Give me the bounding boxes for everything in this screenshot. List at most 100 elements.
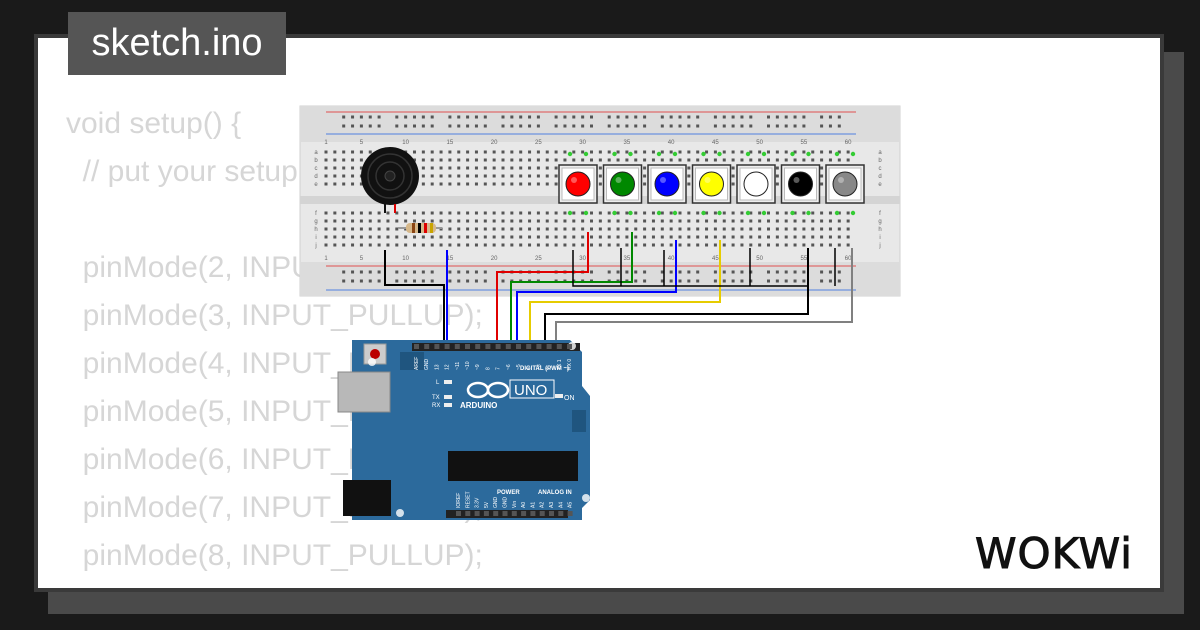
breadboard-hole[interactable] bbox=[377, 235, 381, 239]
rail-hole[interactable] bbox=[749, 115, 753, 119]
breadboard-hole[interactable] bbox=[421, 182, 425, 186]
breadboard-hole[interactable] bbox=[749, 235, 753, 239]
breadboard-hole[interactable] bbox=[413, 158, 416, 162]
breadboard-hole[interactable] bbox=[820, 174, 824, 178]
rail-hole[interactable] bbox=[342, 115, 346, 119]
rail-hole[interactable] bbox=[696, 115, 700, 119]
breadboard-hole[interactable] bbox=[519, 219, 523, 223]
breadboard-hole[interactable] bbox=[572, 158, 576, 162]
breadboard-hole[interactable] bbox=[368, 150, 372, 154]
breadboard-hole[interactable] bbox=[660, 243, 664, 247]
breadboard-hole[interactable] bbox=[616, 243, 620, 247]
breadboard-hole[interactable] bbox=[775, 227, 779, 231]
breadboard-hole[interactable] bbox=[705, 243, 709, 247]
breadboard-hole[interactable] bbox=[740, 211, 744, 215]
rail-hole[interactable] bbox=[421, 270, 425, 274]
breadboard-hole[interactable] bbox=[395, 235, 399, 239]
breadboard-hole[interactable] bbox=[421, 243, 425, 247]
rail-hole[interactable] bbox=[802, 270, 806, 274]
header-pin[interactable] bbox=[414, 344, 419, 349]
breadboard-hole[interactable] bbox=[731, 219, 735, 223]
breadboard-hole[interactable] bbox=[643, 211, 647, 215]
breadboard-hole[interactable] bbox=[324, 182, 328, 186]
breadboard-hole[interactable] bbox=[660, 219, 664, 223]
rail-hole[interactable] bbox=[483, 270, 487, 274]
breadboard-hole[interactable] bbox=[687, 174, 691, 178]
breadboard-hole[interactable] bbox=[474, 166, 478, 170]
rail-hole[interactable] bbox=[554, 115, 558, 119]
breadboard-hole[interactable] bbox=[687, 243, 691, 247]
breadboard-hole[interactable] bbox=[616, 150, 620, 154]
rail-hole[interactable] bbox=[713, 115, 717, 119]
breadboard-hole[interactable] bbox=[802, 219, 806, 223]
breadboard-hole[interactable] bbox=[581, 150, 585, 154]
breadboard-hole[interactable] bbox=[678, 150, 682, 154]
rail-hole[interactable] bbox=[413, 279, 416, 283]
breadboard-hole[interactable] bbox=[643, 166, 647, 170]
breadboard-hole[interactable] bbox=[713, 243, 717, 247]
rail-hole[interactable] bbox=[678, 124, 682, 128]
breadboard-hole[interactable] bbox=[404, 235, 408, 239]
breadboard-hole[interactable] bbox=[519, 150, 523, 154]
breadboard-hole[interactable] bbox=[643, 235, 647, 239]
rail-hole[interactable] bbox=[359, 270, 363, 274]
breadboard-hole[interactable] bbox=[430, 158, 434, 162]
rail-hole[interactable] bbox=[368, 279, 372, 283]
breadboard-hole[interactable] bbox=[828, 243, 832, 247]
breadboard-hole[interactable] bbox=[430, 174, 434, 178]
breadboard-hole[interactable] bbox=[368, 243, 372, 247]
breadboard-hole[interactable] bbox=[643, 219, 647, 223]
rail-hole[interactable] bbox=[590, 115, 593, 119]
breadboard-hole[interactable] bbox=[598, 166, 602, 170]
breadboard-hole[interactable] bbox=[448, 227, 452, 231]
breadboard-hole[interactable] bbox=[651, 243, 655, 247]
breadboard-hole[interactable] bbox=[519, 243, 523, 247]
rail-hole[interactable] bbox=[474, 115, 478, 119]
breadboard-hole[interactable] bbox=[510, 211, 514, 215]
breadboard-hole[interactable] bbox=[421, 150, 425, 154]
rail-hole[interactable] bbox=[722, 270, 726, 274]
breadboard-hole[interactable] bbox=[519, 182, 523, 186]
breadboard-hole[interactable] bbox=[359, 227, 363, 231]
breadboard-hole[interactable] bbox=[793, 219, 797, 223]
breadboard-hole[interactable] bbox=[368, 219, 372, 223]
breadboard-hole[interactable] bbox=[616, 235, 620, 239]
header-pin[interactable] bbox=[483, 511, 489, 516]
rail-hole[interactable] bbox=[616, 115, 620, 119]
breadboard-hole[interactable] bbox=[625, 211, 629, 215]
breadboard-hole[interactable] bbox=[634, 235, 638, 239]
breadboard-hole[interactable] bbox=[669, 243, 673, 247]
breadboard-hole[interactable] bbox=[333, 174, 337, 178]
breadboard-hole[interactable] bbox=[598, 150, 602, 154]
breadboard-hole[interactable] bbox=[474, 182, 478, 186]
breadboard-hole[interactable] bbox=[828, 227, 832, 231]
rail-hole[interactable] bbox=[625, 124, 629, 128]
breadboard-hole[interactable] bbox=[483, 182, 487, 186]
breadboard-hole[interactable] bbox=[607, 227, 611, 231]
rail-hole[interactable] bbox=[377, 279, 381, 283]
breadboard-hole[interactable] bbox=[616, 158, 620, 162]
rail-hole[interactable] bbox=[820, 124, 824, 128]
rail-hole[interactable] bbox=[395, 279, 399, 283]
breadboard-hole[interactable] bbox=[430, 166, 434, 170]
breadboard-hole[interactable] bbox=[598, 219, 602, 223]
breadboard-hole[interactable] bbox=[837, 235, 841, 239]
breadboard-hole[interactable] bbox=[696, 243, 700, 247]
breadboard-hole[interactable] bbox=[775, 182, 779, 186]
rail-hole[interactable] bbox=[351, 270, 355, 274]
breadboard-hole[interactable] bbox=[687, 166, 691, 170]
breadboard-hole[interactable] bbox=[510, 166, 514, 170]
breadboard-hole[interactable] bbox=[775, 235, 779, 239]
breadboard-hole[interactable] bbox=[802, 235, 806, 239]
rail-hole[interactable] bbox=[740, 279, 744, 283]
breadboard-hole[interactable] bbox=[837, 158, 841, 162]
rail-hole[interactable] bbox=[696, 270, 700, 274]
breadboard-hole[interactable] bbox=[590, 227, 593, 231]
breadboard-hole[interactable] bbox=[731, 243, 735, 247]
breadboard-hole[interactable] bbox=[634, 158, 638, 162]
rail-hole[interactable] bbox=[634, 279, 638, 283]
breadboard-hole[interactable] bbox=[483, 243, 487, 247]
rail-hole[interactable] bbox=[660, 124, 664, 128]
breadboard-hole[interactable] bbox=[722, 235, 726, 239]
breadboard-hole[interactable] bbox=[793, 211, 797, 215]
